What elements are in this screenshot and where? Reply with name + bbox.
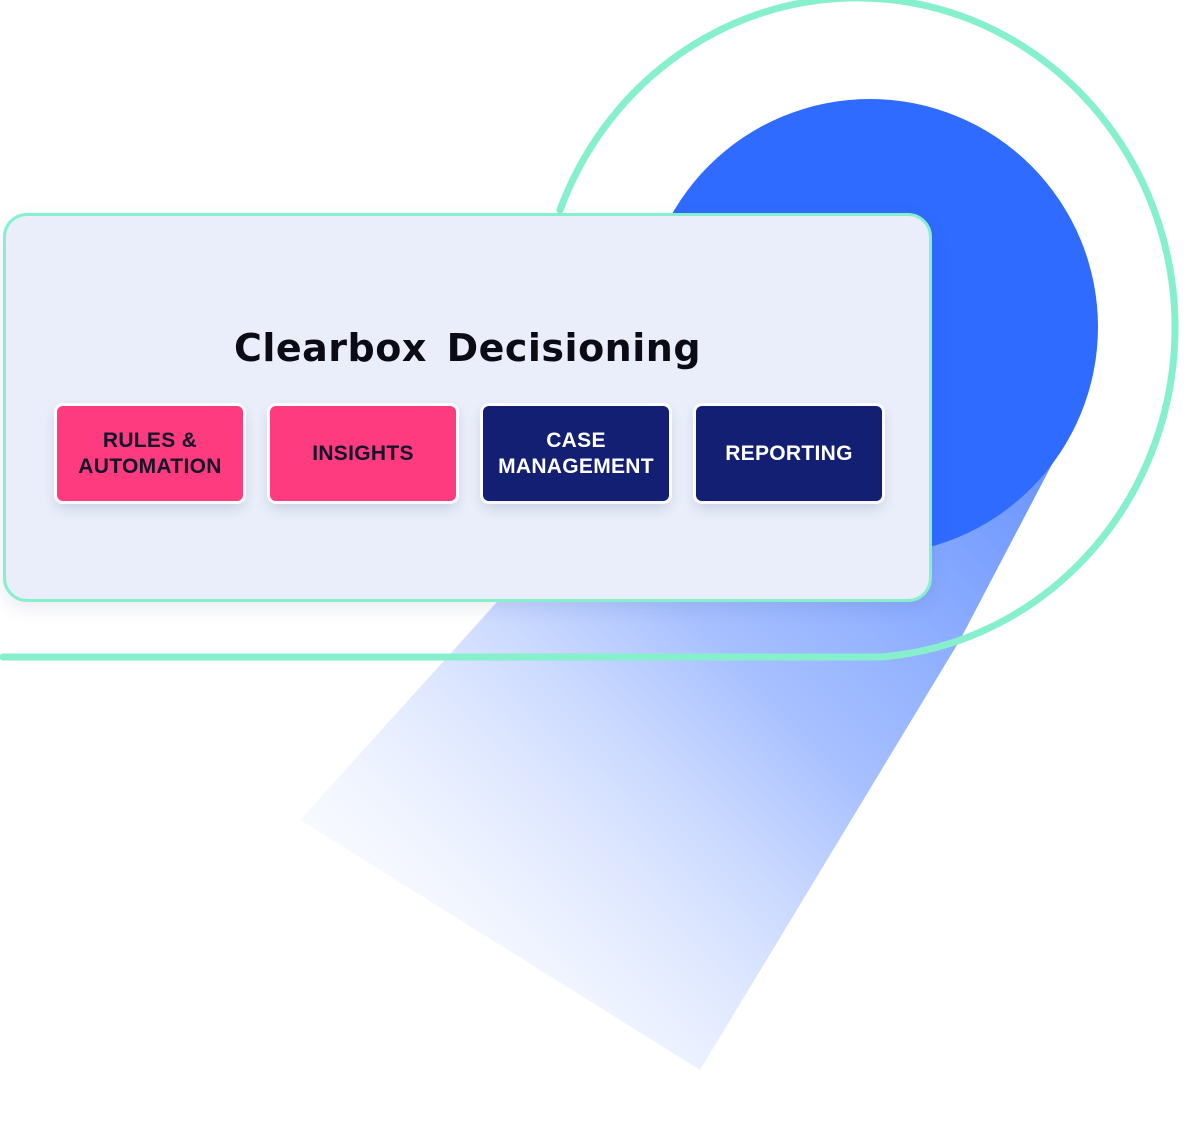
- module-rules-automation[interactable]: RULES & AUTOMATION: [57, 406, 243, 501]
- decisioning-card: Clearbox Decisioning RULES & AUTOMATION …: [3, 213, 932, 602]
- ring-outline: [0, 0, 1179, 661]
- module-list: RULES & AUTOMATION INSIGHTS CASE MANAGEM…: [57, 406, 882, 501]
- card-title: Clearbox Decisioning: [233, 326, 702, 370]
- module-reporting[interactable]: REPORTING: [696, 406, 882, 501]
- module-insights[interactable]: INSIGHTS: [270, 406, 456, 501]
- module-case-management[interactable]: CASE MANAGEMENT: [483, 406, 669, 501]
